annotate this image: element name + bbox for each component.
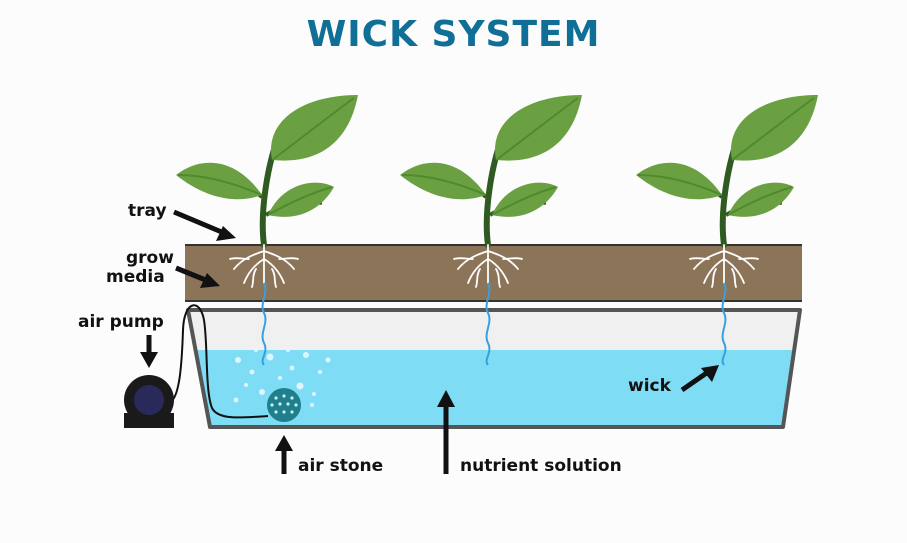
callout-arrows (140, 209, 719, 474)
air-pump (124, 375, 174, 428)
reservoir-outline (186, 308, 802, 429)
grow-media-tray (185, 244, 802, 302)
reservoir (186, 308, 802, 429)
label-grow-media-line2: media (106, 267, 165, 287)
label-air-stone: air stone (298, 456, 384, 476)
page-title: WICK SYSTEM (306, 14, 601, 55)
air-stone (267, 388, 301, 422)
label-nutrient-solution: nutrient solution (460, 456, 622, 476)
air-bubbles (233, 348, 331, 407)
nutrient-solution-water (197, 350, 794, 427)
air-tube (169, 304, 269, 419)
label-grow-media-line1: grow (126, 248, 174, 268)
label-tray: tray (128, 201, 167, 221)
label-wick: wick (628, 376, 671, 396)
label-air-pump: air pump (78, 312, 164, 332)
